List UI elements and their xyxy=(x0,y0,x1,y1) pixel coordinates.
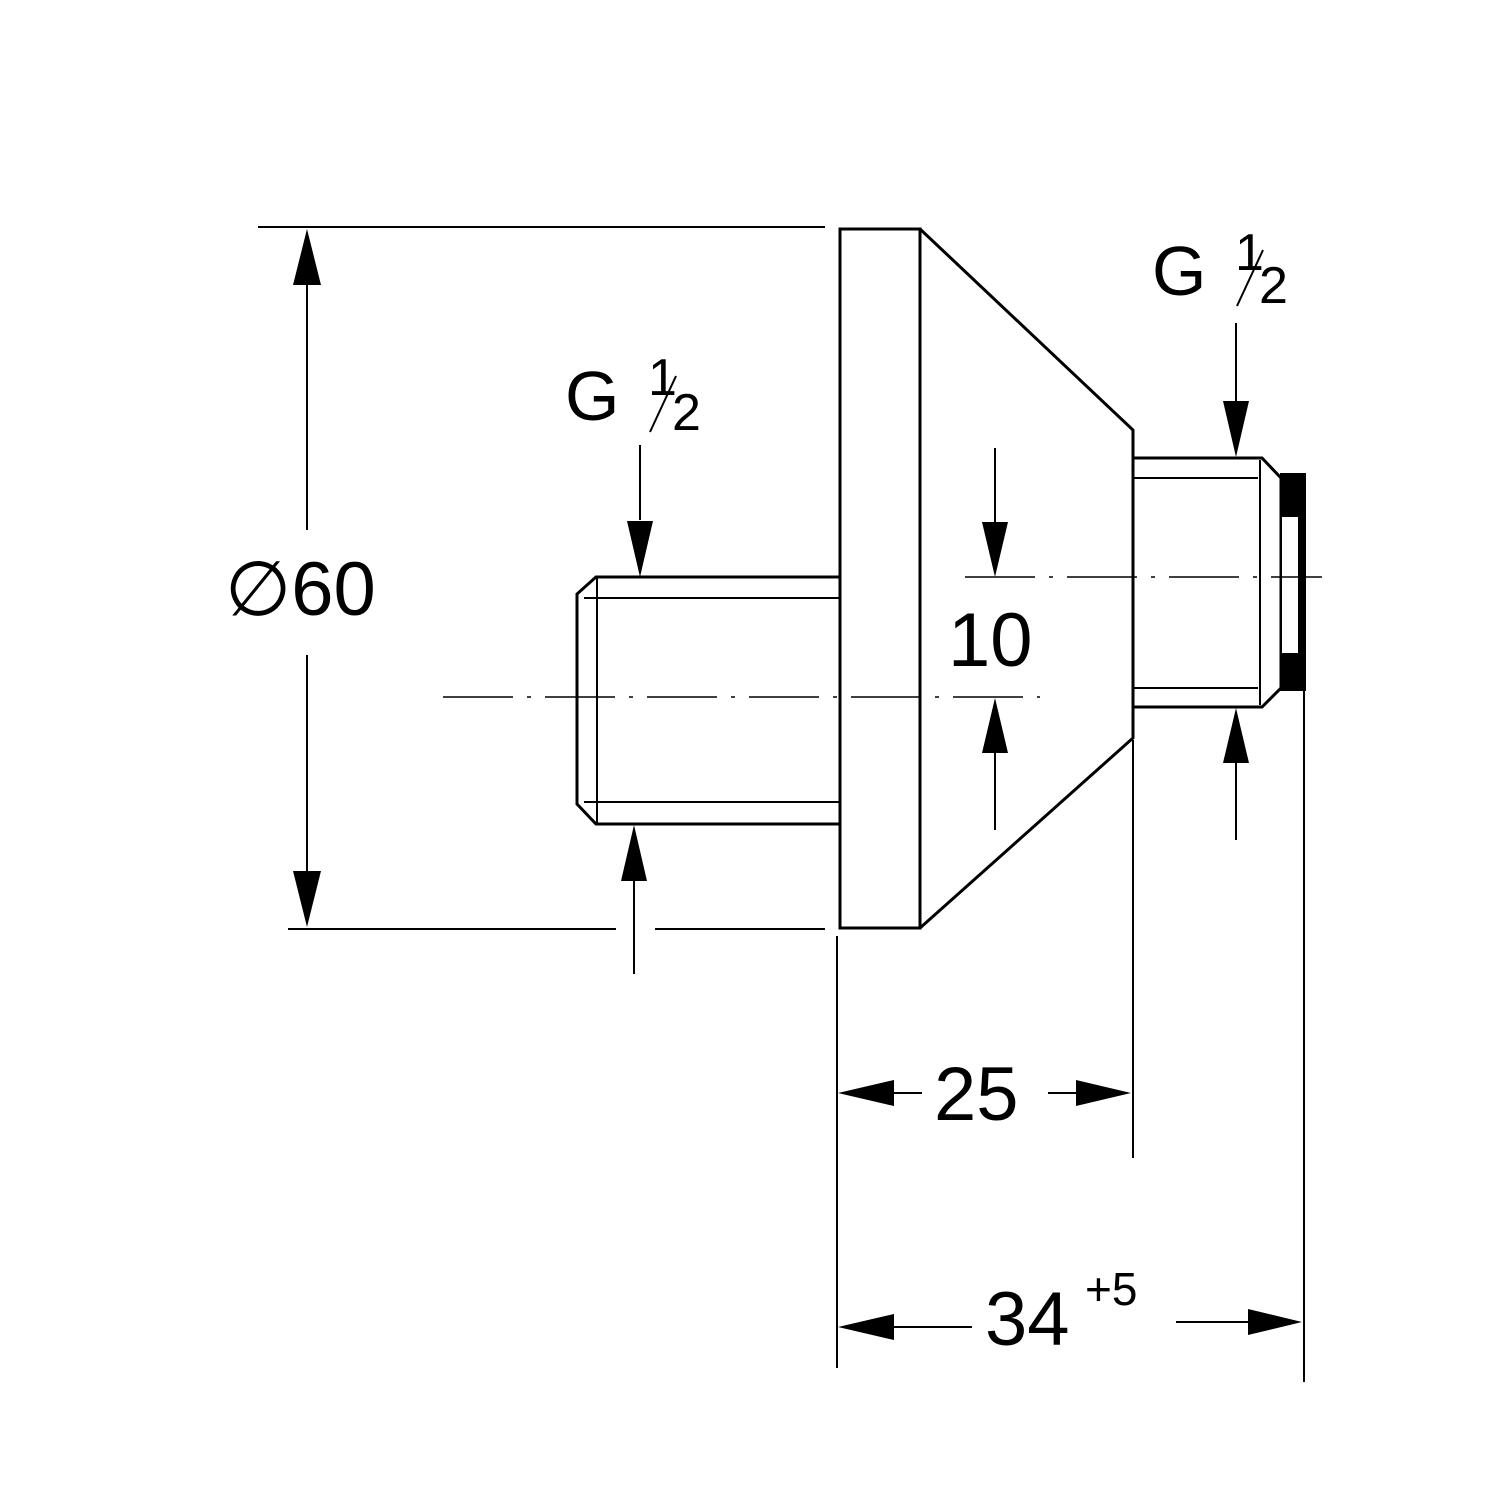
thread-left-fraction-bar xyxy=(649,375,677,433)
thread-right-fraction-bar xyxy=(1236,249,1264,307)
arrowhead-thread-right-bottom xyxy=(1223,708,1249,763)
diameter-dimension: ∅60 xyxy=(225,226,825,930)
thread-right-num: 1 xyxy=(1235,224,1264,282)
arrowhead-thread-right-top xyxy=(1223,401,1249,457)
length-34-dimension: 34 +5 xyxy=(838,1263,1302,1362)
seal-inner xyxy=(1280,515,1300,655)
arrowhead-offset-top xyxy=(982,522,1008,577)
arrowhead-25-right xyxy=(1076,1080,1131,1106)
thread-left-den: 2 xyxy=(672,384,701,442)
arrowhead-34-left xyxy=(838,1314,894,1340)
length-34-tolerance: +5 xyxy=(1085,1263,1137,1315)
thread-left-num: 1 xyxy=(648,349,677,407)
right-stem xyxy=(1133,456,1283,709)
thread-left-dimension: G 1 2 xyxy=(565,349,701,974)
cone xyxy=(918,227,1135,930)
flange xyxy=(838,227,922,930)
arrowhead-thread-left-top xyxy=(627,521,653,577)
thread-right-g: G xyxy=(1152,232,1206,310)
thread-left-g: G xyxy=(565,357,619,435)
arrowhead-offset-bottom xyxy=(982,698,1008,753)
fitting-body xyxy=(575,227,1306,930)
length-34-label: 34 xyxy=(985,1277,1070,1362)
offset-label: 10 xyxy=(948,598,1033,683)
arrowhead-34-right xyxy=(1248,1309,1302,1335)
thread-right-den: 2 xyxy=(1259,257,1288,315)
arrowhead-25-left xyxy=(838,1080,894,1106)
left-stem xyxy=(575,575,840,826)
length-25-label: 25 xyxy=(934,1052,1019,1137)
offset-dimension: 10 xyxy=(948,448,1033,830)
arrowhead-down xyxy=(293,871,321,927)
arrowhead-up xyxy=(293,229,321,285)
arrowhead-thread-left-bottom xyxy=(621,825,647,881)
length-25-dimension: 25 xyxy=(838,1052,1131,1137)
thread-right-dimension: G 1 2 xyxy=(1152,224,1288,840)
diameter-label: ∅60 xyxy=(225,547,376,632)
